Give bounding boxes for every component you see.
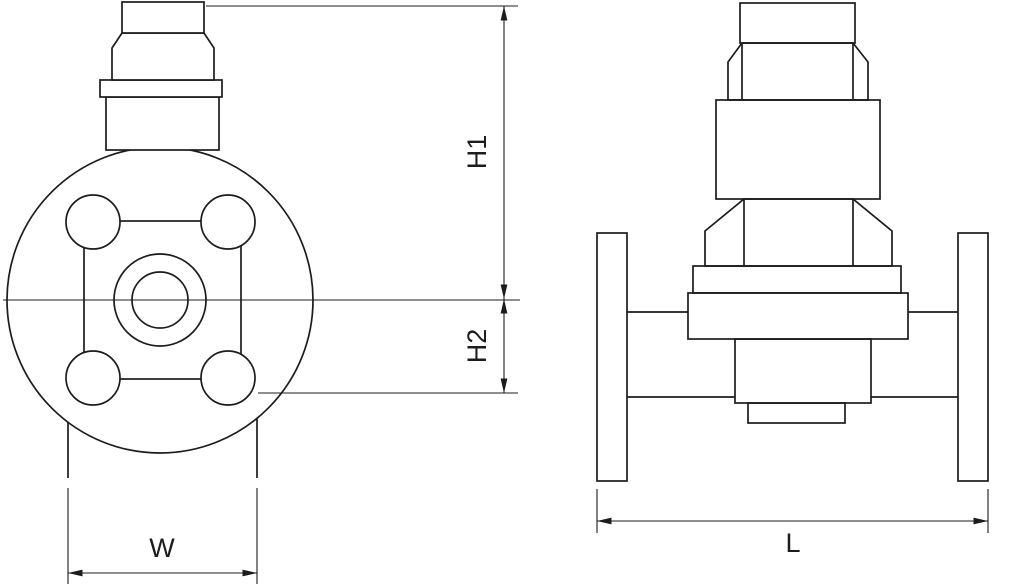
dimension-w: W <box>67 488 258 584</box>
lower-body <box>734 338 872 404</box>
spring-housing <box>715 99 881 200</box>
dimension-label-h1: H1 <box>462 135 492 170</box>
dimension-h1: H1 <box>206 5 518 299</box>
adjusting-nut <box>111 32 215 81</box>
large-hex-nut <box>704 198 893 267</box>
dimensions: H1 H2 W L <box>67 5 989 584</box>
left-flange <box>596 232 628 482</box>
front-view <box>3 1 520 478</box>
dimension-label-l: L <box>785 528 800 558</box>
side-top-cap <box>739 2 856 44</box>
small-hex-nut <box>727 42 869 101</box>
bonnet-plate <box>692 265 902 294</box>
bolt-hole-top-right <box>200 194 256 250</box>
dimension-h2: H2 <box>258 299 518 394</box>
bolt-hole-bottom-right <box>200 350 256 406</box>
bolt-hole-top-left <box>65 194 121 250</box>
bottom-plug <box>747 402 846 424</box>
dimension-label-h2: H2 <box>462 329 492 364</box>
bonnet-tube <box>105 96 220 151</box>
bonnet-collar <box>99 79 223 98</box>
side-view <box>596 2 989 482</box>
right-flange <box>957 232 989 482</box>
dimension-label-w: W <box>149 533 175 563</box>
body-flange-band <box>687 292 909 340</box>
dimension-l: L <box>596 489 989 558</box>
bolt-hole-bottom-left <box>65 350 121 406</box>
top-cap <box>121 1 205 34</box>
